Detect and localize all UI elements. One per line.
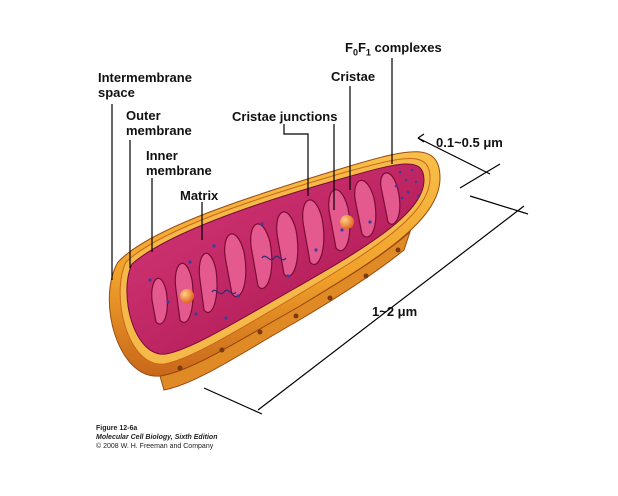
width-scale-label: 0.1~0.5 μm [436, 135, 503, 150]
book-title: Molecular Cell Biology, Sixth Edition [96, 434, 218, 441]
inner-membrane-label-line2: membrane [146, 163, 212, 178]
figure-number: Figure 12-6a [96, 425, 138, 432]
cristae-label: Cristae [331, 69, 376, 84]
cristae-junctions-leader-1 [283, 124, 309, 196]
cristae-junctions-label: Cristae junctions [232, 109, 338, 124]
leader-lines [111, 58, 393, 280]
f0f1-complexes-label: F0F1 complexes [345, 40, 442, 58]
scale-bars [203, 133, 529, 415]
length-scale-label: 1~2 μm [372, 304, 418, 319]
width-scale-arrow [417, 137, 491, 175]
matrix-particles [148, 220, 372, 320]
length-scale-arrow [257, 205, 525, 411]
figure-caption: Figure 12-6a Molecular Cell Biology, Six… [96, 424, 217, 451]
matrix-granule [340, 215, 354, 229]
dna-strands [211, 255, 287, 295]
f0f1-particles [394, 168, 420, 200]
matrix-granule [180, 289, 194, 303]
outer-membrane-pores [177, 247, 401, 371]
intermembrane-space-label: Intermembrane space [98, 70, 192, 100]
outer-membrane-label: Outer membrane [126, 108, 192, 138]
inner-membrane-label-line1: Inner [146, 148, 178, 163]
outer-membrane-label-line1: Outer [126, 108, 161, 123]
copyright-notice: © 2008 W. H. Freeman and Company [96, 443, 214, 450]
matrix-shape [126, 163, 425, 355]
inner-membrane-label: Inner membrane [146, 148, 212, 178]
intermembrane-space-label-line2: space [98, 85, 135, 100]
intermembrane-space-label-line1: Intermembrane [98, 70, 192, 85]
outer-membrane-label-line2: membrane [126, 123, 192, 138]
matrix-label: Matrix [180, 188, 219, 203]
